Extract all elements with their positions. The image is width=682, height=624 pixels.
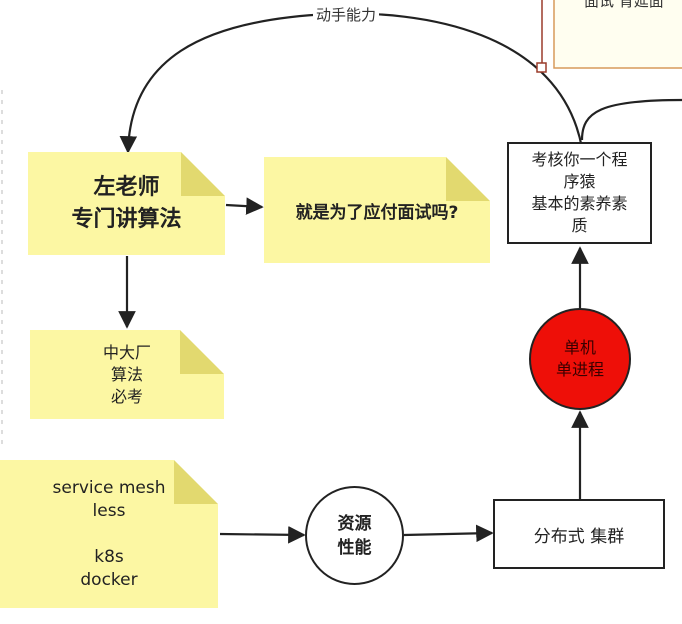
- note-teacher[interactable]: 左老师 专门讲算法: [28, 152, 225, 255]
- note-fold-corner: [446, 157, 490, 201]
- edge-cloud-to-resource: [219, 526, 306, 544]
- arc-edge-hands-on: [119, 12, 584, 154]
- edge-label-hands-on: 动手能力: [313, 4, 380, 25]
- note-big-company-text: 中大厂 算法 必考: [102, 342, 151, 406]
- note-fold-corner: [174, 460, 218, 504]
- edge-assessment-right: [580, 98, 682, 141]
- box-distributed-text: 分布式 集群: [533, 526, 625, 547]
- box-assessment[interactable]: 考核你一个程 序猿 基本的素养素 质: [507, 142, 652, 244]
- note-interview-question-text: 就是为了应付面试吗?: [295, 202, 459, 223]
- circle-single-machine-text: 单机 单进程: [555, 338, 604, 379]
- clipped-top-note-text: 面试 背延面: [584, 0, 664, 10]
- circle-single-machine[interactable]: 单机 单进程: [529, 308, 631, 410]
- note-big-company[interactable]: 中大厂 算法 必考: [30, 330, 224, 419]
- circle-resource-performance[interactable]: 资源 性能: [305, 486, 404, 585]
- edge-teacher-to-question: [225, 197, 264, 215]
- note-cloud-native-text: service mesh less k8s docker: [52, 477, 166, 590]
- note-fold-corner: [181, 152, 225, 196]
- box-assessment-text: 考核你一个程 序猿 基本的素养素 质: [531, 150, 628, 235]
- circle-resource-performance-text: 资源 性能: [337, 513, 372, 558]
- box-distributed[interactable]: 分布式 集群: [493, 499, 665, 569]
- edge-resource-to-distributed: [403, 524, 494, 543]
- arc-waypoint-handle[interactable]: [536, 62, 547, 73]
- note-teacher-text: 左老师 专门讲算法: [71, 174, 182, 232]
- note-fold-corner: [180, 330, 224, 374]
- clipped-note-frame: [553, 0, 682, 69]
- note-interview-question[interactable]: 就是为了应付面试吗?: [264, 157, 490, 263]
- note-cloud-native[interactable]: service mesh less k8s docker: [0, 460, 218, 608]
